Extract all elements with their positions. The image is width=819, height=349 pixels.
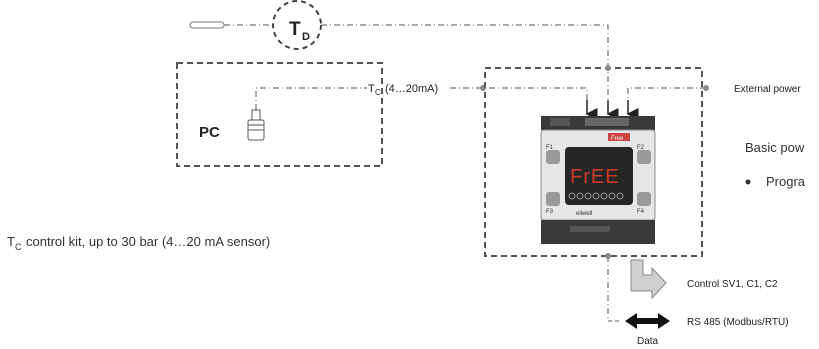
pc-sensor-wire — [255, 87, 367, 110]
brand-text: eliwell — [576, 211, 592, 217]
control-output-arrow — [630, 259, 667, 300]
td-sensor: T D — [272, 0, 322, 50]
f1-key-label: F1 — [546, 145, 554, 151]
power-junction-dot — [703, 85, 709, 91]
f4-key-label: F4 — [637, 209, 645, 215]
external-power-label: External power — [734, 84, 801, 95]
display-panel — [565, 147, 633, 205]
bullet-item-label: Progra — [766, 174, 806, 189]
td-sensor-subscript: D — [302, 31, 310, 43]
kit-caption-subscript: C — [15, 242, 22, 252]
controller-box — [484, 67, 703, 257]
basic-power-label: Basic pow — [745, 140, 805, 155]
pc-box — [176, 62, 383, 167]
tc-label: T — [368, 83, 375, 95]
f3-key[interactable] — [546, 192, 560, 206]
td-junction-dot — [605, 65, 611, 71]
display-text: FrEE — [570, 166, 620, 188]
td-probe-icon — [189, 21, 225, 29]
free-logo — [608, 133, 630, 141]
control-output-label: Control SV1, C1, C2 — [687, 279, 778, 290]
rs485-double-arrow — [625, 313, 670, 329]
tc-signal-line — [450, 87, 588, 100]
external-power-line — [627, 87, 706, 100]
f4-key[interactable] — [637, 192, 651, 206]
output-junction-dot — [605, 253, 611, 259]
td-signal-line — [321, 24, 609, 100]
pc-label: PC — [199, 124, 220, 141]
tc-range: (4…20mA) — [385, 83, 438, 95]
td-sensor-label: T — [289, 19, 301, 40]
bullet-dot — [745, 179, 751, 185]
kit-caption-text: control kit, up to 30 bar (4…20 mA senso… — [26, 234, 270, 249]
pressure-sensor-icon — [247, 109, 265, 141]
free-logo-text: Free — [611, 136, 624, 142]
data-label: Data — [637, 336, 659, 347]
controller-device: FrEE Free eliwell F1 F2 F3 F4 — [540, 116, 656, 244]
f1-key[interactable] — [546, 150, 560, 164]
kit-caption-prefix: T — [7, 234, 15, 249]
f2-key-label: F2 — [637, 145, 645, 151]
f2-key[interactable] — [637, 150, 651, 164]
rs485-label: RS 485 (Modbus/RTU) — [687, 317, 789, 328]
tc-signal-label: T C (4…20mA) — [368, 83, 438, 97]
tc-subscript: C — [375, 88, 381, 97]
status-leds — [568, 192, 624, 200]
kit-caption: T C control kit, up to 30 bar (4…20 mA s… — [7, 234, 270, 252]
terminal-arrows — [585, 100, 639, 120]
f3-key-label: F3 — [546, 209, 554, 215]
